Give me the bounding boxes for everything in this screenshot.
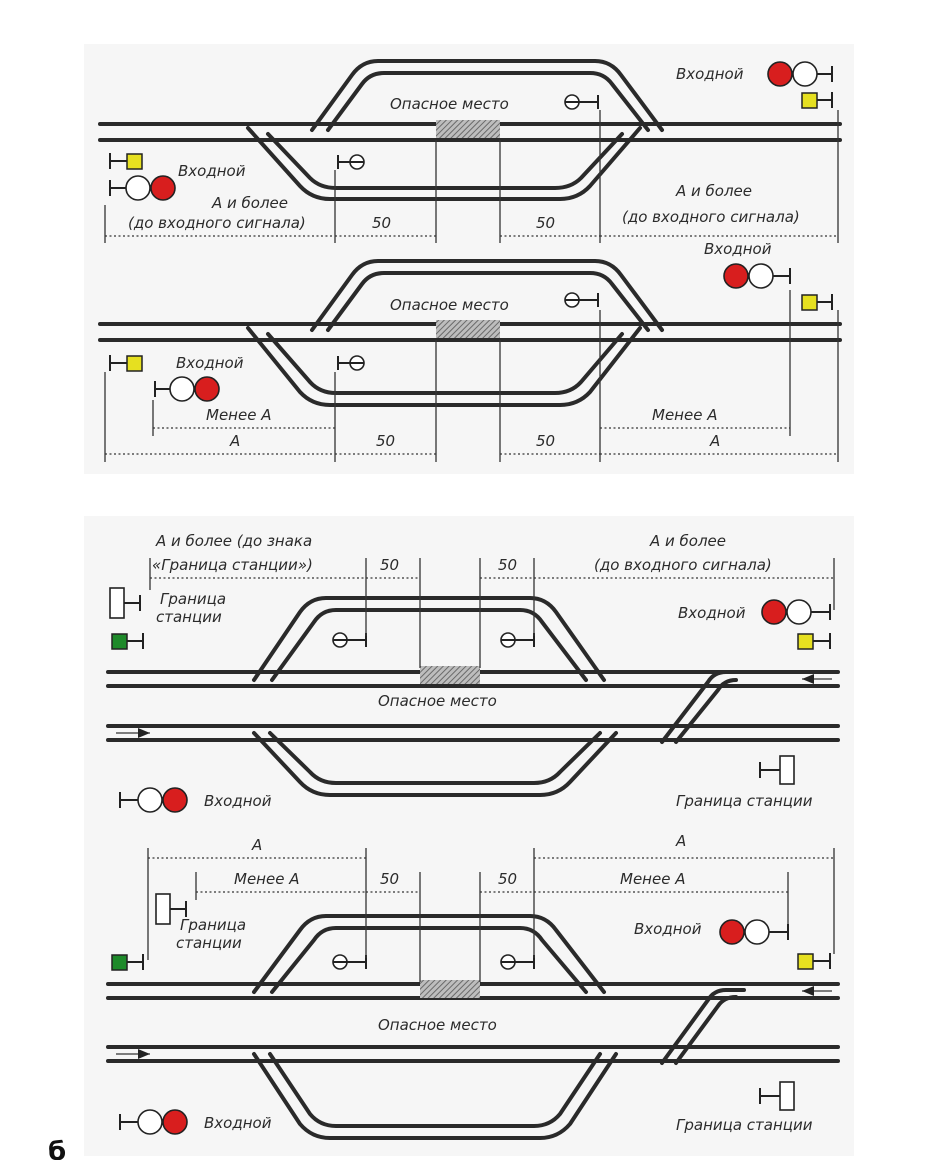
entry-signal-right	[761, 599, 831, 625]
a-right-label: А	[709, 432, 720, 450]
dim-right-sublabel: (до входного сигнала)	[622, 208, 800, 226]
dim-50-left-label: 50	[372, 214, 391, 232]
yellow-sign-right	[797, 953, 831, 970]
dim-left-label: А и более	[211, 194, 288, 212]
dim-left-sublabel: (до входного сигнала)	[128, 214, 306, 232]
danger-zone-marker	[436, 120, 500, 138]
dim-50-left-label: 50	[376, 432, 395, 450]
dim-50-left-label: 50	[380, 870, 399, 888]
station-boundary-sign-right	[759, 1081, 795, 1111]
less-a-left-label: Менее А	[206, 406, 271, 424]
boundary-left-label-1: Граница	[180, 916, 246, 934]
a-left-label: А	[229, 432, 240, 450]
entry-signal-left-label: Входной	[204, 1114, 272, 1132]
direction-arrow-left	[802, 674, 832, 684]
station-boundary-sign-left	[109, 587, 141, 619]
entry-signal-left	[119, 1109, 188, 1135]
boundary-left-label-1: Граница	[160, 590, 226, 608]
dim-left-sublabel: «Граница станции»)	[152, 556, 313, 574]
panel-b-background	[84, 516, 854, 1156]
direction-arrow-left	[802, 986, 832, 996]
boundary-left-label-2: станции	[176, 934, 242, 952]
dwarf-signal-upper	[564, 292, 599, 308]
boundary-right-label: Граница станции	[676, 792, 813, 810]
dim-50-left-label: 50	[380, 556, 399, 574]
dim-50-right-label: 50	[536, 432, 555, 450]
yellow-sign-right	[801, 294, 833, 311]
yellow-sign-right	[797, 633, 831, 650]
yellow-sign-right	[801, 92, 833, 109]
dwarf-signal-lower	[337, 154, 365, 170]
dim-50-right-label: 50	[536, 214, 555, 232]
entry-signal-left-label: Входной	[178, 162, 246, 180]
panel-a-bottom-diagram: Опасное место Входной Входной	[98, 240, 842, 462]
entry-signal-left-label: Входной	[204, 792, 272, 810]
a-left-label: А	[251, 836, 262, 854]
danger-zone-label: Опасное место	[378, 692, 497, 710]
danger-zone-marker	[420, 666, 480, 684]
entry-signal-right	[767, 61, 833, 87]
danger-zone-marker	[436, 320, 500, 338]
dim-50-right-label: 50	[498, 870, 517, 888]
entry-signal-right-label: Входной	[704, 240, 772, 258]
dimension-lines	[149, 558, 835, 668]
dwarf-signal-left	[332, 954, 367, 970]
boundary-right-label: Граница станции	[676, 1116, 813, 1134]
entry-signal-left-label: Входной	[176, 354, 244, 372]
a-right-label: А	[675, 832, 686, 850]
less-a-left-label: Менее А	[234, 870, 299, 888]
dim-right-sublabel: (до входного сигнала)	[594, 556, 772, 574]
entry-signal-right	[723, 263, 791, 289]
entry-signal-right-label: Входной	[676, 65, 744, 83]
direction-arrow-right	[116, 1049, 150, 1059]
station-boundary-sign-left	[155, 893, 187, 925]
panel-b-bottom-diagram: Опасное место Входной Граница станции Вх…	[106, 832, 840, 1140]
panel-b-letter: б	[48, 1137, 66, 1160]
dimension-lines	[104, 290, 839, 462]
entry-signal-left	[109, 175, 176, 201]
panel-b-top-diagram: Опасное место Входной Граница станции Вх…	[106, 532, 840, 813]
dimension-lines	[147, 848, 835, 982]
panel-a-top-diagram: Опасное место Входной Входной	[98, 59, 842, 243]
entry-signal-right-label: Входной	[678, 604, 746, 622]
direction-arrow-right	[116, 728, 150, 738]
dwarf-signal-upper	[564, 94, 599, 110]
entry-signal-right-label: Входной	[634, 920, 702, 938]
green-sign-left	[111, 633, 144, 650]
dimension-lines	[104, 110, 839, 243]
boundary-left-label-2: станции	[156, 608, 222, 626]
dim-right-label: А и более	[675, 182, 752, 200]
dwarf-signal-lower	[337, 355, 365, 371]
dim-left-label: А и более (до знака	[155, 532, 312, 550]
dim-50-right-label: 50	[498, 556, 517, 574]
green-sign-left	[111, 954, 144, 971]
entry-signal-right	[719, 919, 789, 945]
less-a-right-label: Менее А	[652, 406, 717, 424]
danger-zone-marker	[420, 980, 480, 998]
entry-signal-left	[119, 787, 188, 813]
dwarf-signal-right	[500, 632, 535, 648]
entry-signal-left	[154, 376, 220, 402]
danger-zone-label: Опасное место	[390, 95, 509, 113]
yellow-sign-left	[109, 355, 143, 372]
danger-zone-label: Опасное место	[390, 296, 509, 314]
danger-zone-label: Опасное место	[378, 1016, 497, 1034]
yellow-sign-left	[109, 153, 143, 170]
dim-right-label: А и более	[649, 532, 726, 550]
less-a-right-label: Менее А	[620, 870, 685, 888]
station-boundary-sign-right	[759, 755, 795, 785]
